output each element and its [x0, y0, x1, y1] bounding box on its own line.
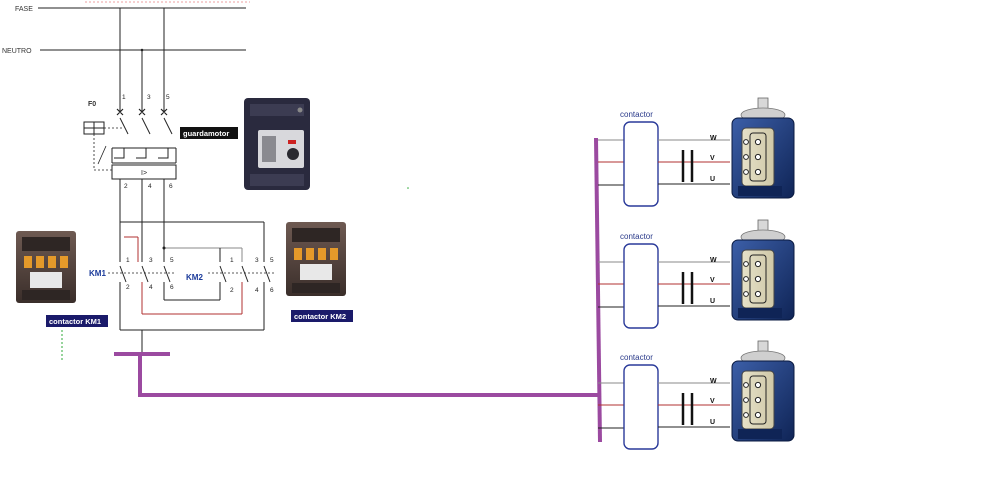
contactor-label: contactor [620, 232, 653, 241]
motor-icon [731, 340, 795, 442]
km2-top-terminal-5: 5 [270, 257, 274, 264]
km1-top-terminal-5: 5 [170, 257, 174, 264]
breaker-tag: F0 [88, 101, 96, 108]
phase-label-u: U [710, 419, 715, 426]
motor-icon [731, 97, 795, 199]
phase-label-u: U [710, 176, 715, 183]
contactor-km1-caption [46, 315, 108, 327]
guardamotor-caption [180, 127, 238, 139]
phase-label-v: V [710, 398, 715, 405]
phase-label-v: V [710, 155, 715, 162]
supply-lines: FASE NEUTRO [2, 1, 250, 55]
km1-top-terminal-3: 3 [149, 257, 153, 264]
breaker-f0: F0 1 3 5 I> 2 4 6 [83, 8, 177, 222]
contactor-box [623, 364, 659, 450]
contactor-km2-photo [286, 222, 346, 296]
purple-bus [114, 137, 602, 443]
km1-top-terminal-1: 1 [126, 257, 130, 264]
trip-symbol: I> [141, 170, 147, 177]
contactor-box [623, 243, 659, 329]
km2-bottom-terminal-6: 6 [270, 287, 274, 294]
km2-top-terminal-3: 3 [255, 257, 259, 264]
phase-label-w: W [710, 378, 717, 385]
trip-relay-box [111, 164, 177, 180]
guardamotor-label: guardamotor [183, 129, 229, 138]
breaker-top-terminal-3: 3 [147, 94, 151, 101]
breaker-top-terminal-1: 1 [122, 94, 126, 101]
breaker-bottom-terminal-4: 4 [148, 183, 152, 190]
phase-label-v: V [710, 277, 715, 284]
km1-bottom-terminal-2: 2 [126, 284, 130, 291]
breaker-top-terminal-5: 5 [166, 94, 170, 101]
fase-label: FASE [15, 6, 33, 13]
km1-bottom-terminal-4: 4 [149, 284, 153, 291]
guardamotor-photo [244, 98, 310, 190]
km1-tag: KM1 [89, 269, 106, 278]
contactor-km2-caption [291, 310, 353, 322]
neutro-label: NEUTRO [2, 48, 32, 55]
contactor-label: contactor [620, 353, 653, 362]
contactor-km1-photo [16, 231, 76, 303]
breaker-bottom-terminal-6: 6 [169, 183, 173, 190]
contactor-km2-label: contactor KM2 [294, 312, 346, 321]
motor-icon [731, 219, 795, 321]
phase-label-w: W [710, 135, 717, 142]
km2-top-terminal-1: 1 [230, 257, 234, 264]
contactor-box [623, 121, 659, 207]
breaker-bottom-terminal-2: 2 [124, 183, 128, 190]
contactor-circuit: 1 3 5 KM1 2 4 6 1 3 5 KM2 2 4 6 [89, 221, 276, 354]
km1-bottom-terminal-6: 6 [170, 284, 174, 291]
contactor-label: contactor [620, 110, 653, 119]
contactor-km1-label: contactor KM1 [49, 317, 101, 326]
phase-label-u: U [710, 298, 715, 305]
phase-label-w: W [710, 257, 717, 264]
km2-bottom-terminal-4: 4 [255, 287, 259, 294]
km2-bottom-terminal-2: 2 [230, 287, 234, 294]
km2-tag: KM2 [186, 273, 203, 282]
